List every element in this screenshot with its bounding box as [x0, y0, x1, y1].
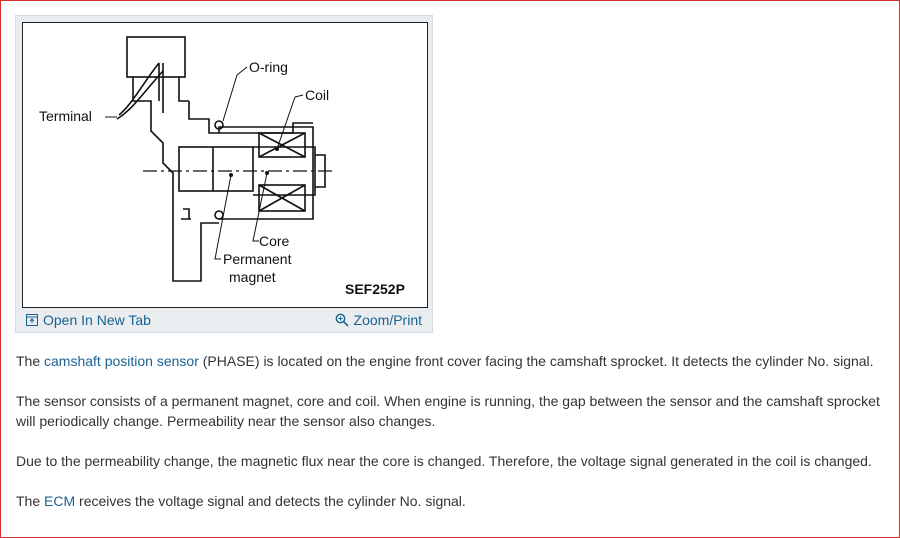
camshaft-position-sensor-link[interactable]: camshaft position sensor — [44, 353, 199, 369]
label-terminal: Terminal — [39, 108, 92, 124]
sensor-diagram: O-ring Coil Terminal Core Permanent magn… — [22, 22, 428, 308]
zoom-print-label: Zoom/Print — [353, 312, 422, 328]
paragraph-3: Due to the permeability change, the magn… — [16, 453, 872, 469]
open-new-tab-label: Open In New Tab — [43, 312, 151, 328]
connector-housing — [126, 36, 186, 78]
coil-top — [258, 132, 306, 158]
coil-leader — [276, 94, 304, 150]
zoom-icon — [335, 313, 349, 327]
label-core: Core — [259, 233, 290, 249]
label-coil: Coil — [305, 87, 329, 103]
ecm-link[interactable]: ECM — [44, 493, 76, 509]
magnet-leader — [214, 174, 232, 260]
figure-code: SEF252P — [345, 281, 405, 297]
figure-toolbar: Open In New Tab Zoom/Print — [22, 309, 426, 331]
paragraph-4: The ECM receives the voltage signal and … — [16, 493, 466, 509]
zoom-print-button[interactable]: Zoom/Print — [331, 312, 426, 328]
open-new-tab-button[interactable]: Open In New Tab — [22, 312, 155, 328]
description-text: The camshaft position sensor (PHASE) is … — [16, 351, 892, 531]
paragraph-1: The camshaft position sensor (PHASE) is … — [16, 353, 874, 369]
new-tab-icon — [26, 314, 38, 326]
core-leader — [252, 172, 268, 242]
coil-bottom — [258, 184, 306, 212]
label-magnet: magnet — [229, 269, 276, 285]
label-o-ring: O-ring — [249, 59, 288, 75]
paragraph-2: The sensor consists of a permanent magne… — [16, 393, 880, 429]
sensor-drawing: O-ring Coil Terminal Core Permanent magn… — [39, 36, 405, 297]
figure-container: O-ring Coil Terminal Core Permanent magn… — [15, 15, 433, 333]
label-permanent: Permanent — [223, 251, 292, 267]
o-ring-leader — [222, 66, 248, 122]
